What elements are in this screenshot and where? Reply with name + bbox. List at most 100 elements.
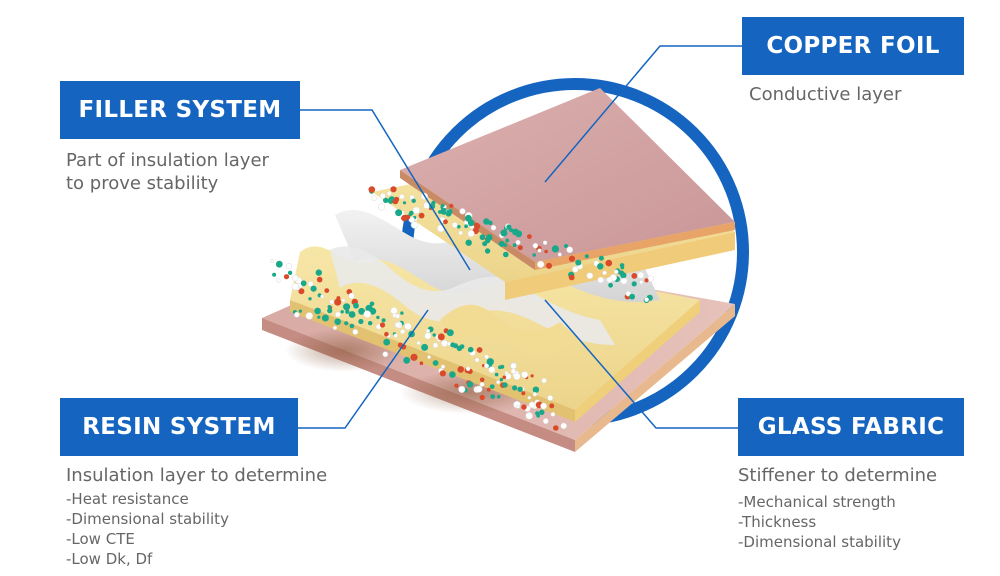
filler-particle [383,352,388,357]
filler-particle [521,391,525,395]
filler-system-description: Part of insulation layer to prove stabil… [66,149,269,195]
filler-particle [277,279,281,283]
filler-particle [306,312,313,319]
filler-particle [314,308,321,315]
filler-system-label: FILLER SYSTEM [60,81,300,139]
filler-particle [341,310,344,313]
filler-particle [368,321,372,325]
filler-particle [500,365,504,369]
filler-particle [350,324,355,329]
filler-particle [543,418,548,423]
filler-particle [553,425,559,431]
filler-particle [413,207,420,214]
filler-particle [446,210,450,214]
filler-particle [606,260,613,267]
filler-particle [629,294,635,300]
filler-particle [468,220,475,227]
filler-particle [322,315,329,322]
copper-foil-description-line: Conductive layer [749,83,901,106]
filler-particle [495,373,499,377]
filler-particle [433,333,436,336]
filler-particle [521,404,526,409]
glass-fabric-items: -Mechanical strength -Thickness -Dimensi… [738,492,901,552]
filler-particle [490,394,495,399]
filler-particle [284,274,289,279]
filler-particle [441,204,445,208]
filler-particle [409,211,414,216]
filler-particle [378,204,385,211]
filler-particle [459,231,463,235]
filler-particle [403,201,406,204]
filler-particle [426,329,430,333]
filler-particle [336,296,340,300]
filler-particle [454,384,458,388]
filler-particle [503,376,507,380]
filler-particle [316,269,322,275]
filler-particle [321,295,324,298]
filler-particle [614,270,618,274]
filler-particle [394,334,398,338]
resin-system-items: -Heat resistance -Dimensional stability … [66,489,229,569]
filler-particle [490,384,495,389]
copper-foil-label: COPPER FOIL [742,17,964,75]
filler-particle [483,218,489,224]
filler-particle [644,278,648,282]
filler-particle [513,243,517,247]
filler-particle [420,361,424,365]
filler-particle [567,247,573,253]
filler-particle [512,385,517,390]
filler-particle [460,344,465,349]
glass-fabric-description: Stiffener to determine [738,464,937,487]
resin-system-description: Insulation layer to determine [66,464,327,487]
filler-particle [364,311,371,318]
filler-particle [457,366,464,373]
filler-particle [353,303,359,309]
filler-particle [395,314,400,319]
filler-particle [403,357,410,364]
filler-particle [358,319,363,324]
filler-particle [486,234,493,241]
filler-particle [400,311,403,314]
filler-particle [466,240,472,246]
glass-fabric-item: -Mechanical strength [738,492,901,512]
filler-particle [491,225,496,230]
filler-particle [324,288,329,293]
filler-particle [276,261,283,268]
filler-particle [480,382,484,386]
filler-particle [631,273,637,279]
filler-particle [538,249,542,253]
filler-particle [330,300,334,304]
filler-particle [511,363,517,369]
filler-particle [500,378,503,381]
filler-particle [345,310,349,314]
filler-particle [460,208,466,214]
filler-particle [599,256,604,261]
glass-fabric-description-line: Stiffener to determine [738,464,937,487]
filler-particle [438,333,445,340]
filler-particle [533,392,537,396]
filler-particle [343,303,350,310]
filler-particle [419,213,425,219]
filler-particle [638,272,644,278]
filler-particle [603,271,607,275]
filler-particle [447,329,454,336]
filler-particle [443,219,448,224]
filler-particle [489,367,495,373]
filler-particle [487,358,494,365]
filler-particle [485,355,489,359]
filler-particle [521,371,528,378]
filler-particle [387,191,391,195]
filler-particle [587,273,593,279]
filler-particle [390,186,396,192]
filler-particle [391,307,398,314]
filler-particle [425,333,432,340]
copper-foil-description: Conductive layer [749,83,901,106]
filler-particle [311,286,317,292]
filler-particle [536,414,540,418]
resin-system-item: -Heat resistance [66,489,229,509]
filler-particle [288,271,292,275]
filler-particle [441,365,445,369]
filler-particle [485,248,490,253]
filler-particle [639,280,643,284]
filler-particle [449,371,456,378]
